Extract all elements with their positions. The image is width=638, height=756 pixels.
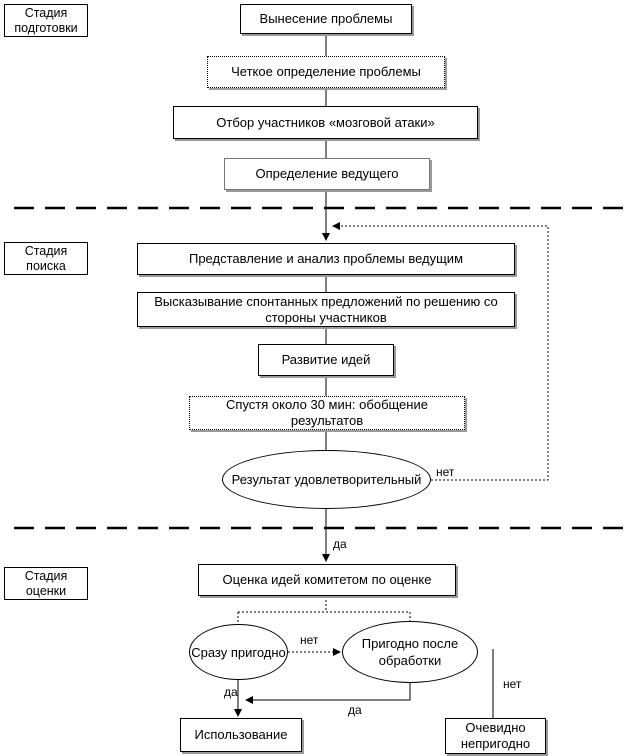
step-obviously-unfit-label: Очевидно непригодно [460, 720, 531, 751]
step-problem-analysis-label: Представление и анализ проблемы ведущим [188, 251, 464, 266]
stage-search: Стадия поиска [4, 242, 88, 275]
stage-evaluation-label: Стадия оценки [24, 568, 68, 598]
step-problem-definition-label: Четкое определение проблемы [231, 64, 421, 79]
step-results-summary: Спустя около 30 мин: обобщение результат… [189, 396, 465, 430]
label-yes-continue: да [333, 537, 347, 551]
step-use-label: Использование [194, 727, 288, 742]
step-problem-statement: Вынесение проблемы [240, 4, 412, 34]
label-no-loop: нет [436, 465, 455, 479]
step-problem-definition: Четкое определение проблемы [207, 56, 445, 88]
decision-fit-now: Сразу пригодно [189, 624, 288, 680]
stage-preparation-label: Стадия подготовки [14, 5, 78, 35]
step-leader-selection: Определение ведущего [224, 158, 430, 190]
step-spontaneous-proposals: Высказывание спонтанных предложений по р… [137, 292, 515, 327]
label-no-fit-now: нет [300, 633, 319, 647]
decision-fit-after-processing-label: Пригодно после обработки [361, 636, 459, 668]
label-yes-fit-now: да [224, 685, 238, 699]
step-problem-analysis: Представление и анализ проблемы ведущим [137, 243, 515, 275]
step-spontaneous-proposals-label: Высказывание спонтанных предложений по р… [154, 293, 498, 325]
stage-evaluation: Стадия оценки [4, 567, 88, 600]
step-leader-selection-label: Определение ведущего [255, 166, 399, 181]
step-idea-development: Развитие идей [258, 344, 394, 376]
step-committee-evaluation-label: Оценка идей комитетом по оценке [222, 572, 432, 587]
step-problem-statement-label: Вынесение проблемы [259, 11, 393, 26]
decision-result-satisfactory: Результат удовлетворительный [222, 450, 431, 509]
step-obviously-unfit: Очевидно непригодно [445, 718, 546, 754]
decision-fit-now-label: Сразу пригодно [191, 644, 286, 660]
loop-back-no [332, 222, 549, 481]
stage-search-label: Стадия поиска [24, 243, 68, 273]
step-results-summary-label: Спустя около 30 мин: обобщение результат… [226, 397, 428, 428]
decision-fit-after-processing: Пригодно после обработки [342, 621, 478, 683]
step-use: Использование [180, 718, 302, 752]
step-idea-development-label: Развитие идей [281, 352, 371, 367]
step-committee-evaluation: Оценка идей комитетом по оценке [198, 564, 456, 596]
label-yes-fit-after: да [348, 703, 362, 717]
label-no-fit-after: нет [503, 677, 522, 691]
stage-preparation: Стадия подготовки [4, 4, 88, 37]
step-participant-selection-label: Отбор участников «мозговой атаки» [216, 114, 435, 130]
decision-result-satisfactory-label: Результат удовлетворительный [231, 472, 422, 487]
step-participant-selection: Отбор участников «мозговой атаки» [173, 106, 478, 139]
connector-fit-after-yes [245, 683, 411, 704]
